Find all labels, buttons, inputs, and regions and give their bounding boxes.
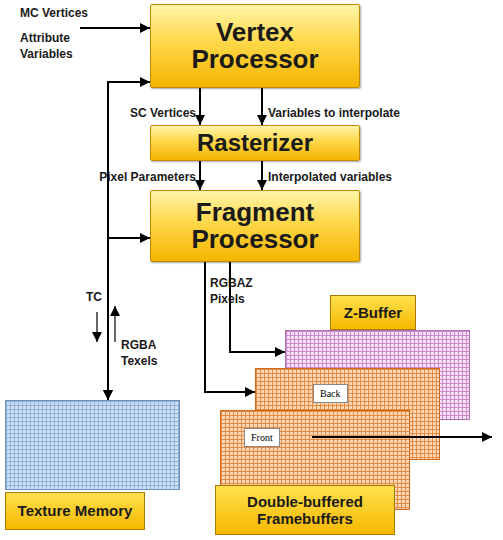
block-label: Double-buffered Framebuffers <box>215 485 395 535</box>
buffer-label: Back <box>313 384 348 403</box>
memory-grid <box>5 400 180 490</box>
stage-title: Vertex Processor <box>163 19 347 74</box>
data-flow-arrow <box>108 238 150 400</box>
data-flow-arrow <box>261 88 263 125</box>
data-flow-arrow <box>199 88 201 125</box>
signal-label: TC <box>86 290 116 306</box>
stage-title: Rasterizer <box>197 130 313 155</box>
signal-label: RGBA Texels <box>121 338 169 369</box>
connector-label: SC Vertices <box>110 106 196 122</box>
data-flow-arrow <box>230 262 285 352</box>
signal-label: MC Vertices <box>20 6 120 22</box>
texel-arrow <box>114 306 115 342</box>
data-flow-arrow <box>199 161 201 190</box>
stage-title: Fragment Processor <box>163 199 347 254</box>
connector-label: Interpolated variables <box>268 170 458 186</box>
block-label: Z-Buffer <box>330 295 416 330</box>
data-flow-arrow <box>261 161 263 190</box>
connector-label: Pixel Parameters <box>90 170 196 186</box>
data-flow-arrow <box>108 82 150 400</box>
signal-label: Attribute Variables <box>20 31 82 62</box>
data-flow-arrow <box>205 262 255 392</box>
pipeline-stage-box: Vertex Processor <box>150 4 360 88</box>
buffer-label: Front <box>244 428 280 447</box>
pipeline-stage-box: Rasterizer <box>150 125 360 161</box>
texture-memory-block: Texture Memory <box>5 400 183 532</box>
block-label: Texture Memory <box>5 492 145 530</box>
input-arrow <box>80 27 150 29</box>
pipeline-stage-box: Fragment Processor <box>150 190 360 262</box>
tc-arrow <box>96 312 97 342</box>
connector-label: Variables to interpolate <box>268 106 458 122</box>
caption-tag: Double-buffered Framebuffers <box>215 485 395 535</box>
signal-label: RGBAZ Pixels <box>210 276 268 307</box>
